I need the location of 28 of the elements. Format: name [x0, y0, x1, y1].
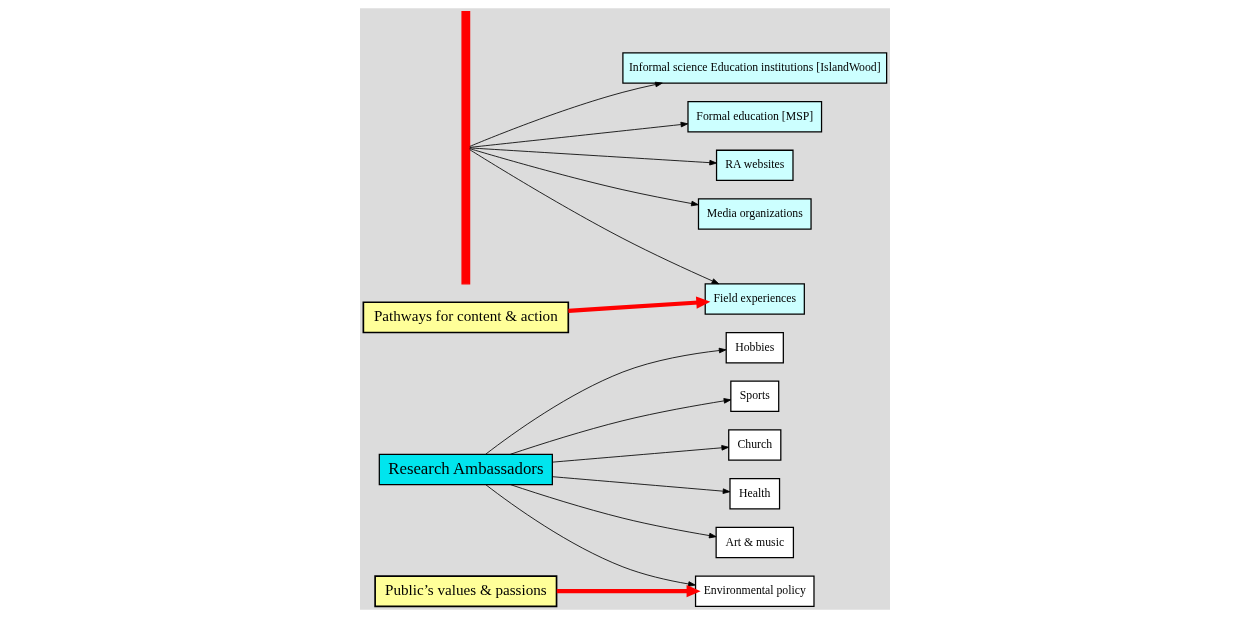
arrow — [469, 149, 720, 285]
node-box: Church — [728, 429, 782, 461]
node-box: Research Ambassadors — [378, 453, 553, 486]
node-box: Health — [729, 478, 781, 510]
arrow — [485, 347, 727, 455]
arrow — [485, 484, 696, 587]
arrow — [469, 147, 717, 166]
node-box: Field experiences — [704, 283, 805, 315]
node-box: Public’s values & passions — [374, 575, 558, 608]
node-box: Sports — [730, 380, 780, 413]
node-box: RA websites — [715, 149, 794, 182]
arrow — [552, 476, 731, 494]
arrow — [469, 121, 689, 148]
arrow — [509, 484, 717, 539]
node-box: Informal science Education institutions [IslandWood] — [622, 52, 888, 84]
arrow — [568, 296, 711, 313]
node-box: Media organizations — [697, 198, 812, 230]
arrow — [509, 398, 732, 455]
node-box: Environmental policy — [694, 575, 815, 607]
node-bar — [461, 11, 471, 285]
arrow — [469, 148, 699, 207]
node-box: Formal education [MSP] — [687, 100, 823, 133]
node-box: Hobbies — [725, 331, 784, 364]
arrow — [556, 585, 701, 598]
arrow — [552, 445, 729, 463]
node-box: Art & music — [715, 526, 795, 559]
node-box: Pathways for content & action — [362, 301, 570, 334]
arrow — [469, 81, 663, 147]
